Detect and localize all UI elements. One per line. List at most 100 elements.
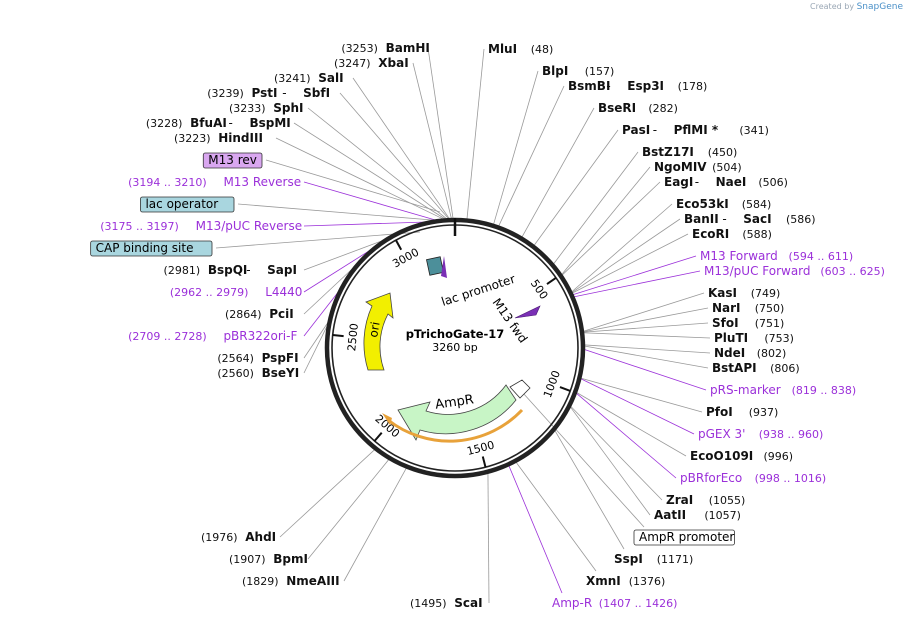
- ruler-label: 500: [528, 277, 551, 302]
- ruler-tick: [373, 432, 383, 442]
- right-label-20[interactable]: PfoI(937): [706, 405, 778, 419]
- left-label-12[interactable]: BspQI - SapI(2981): [164, 263, 297, 277]
- right-label-8[interactable]: Eco53kI(584): [676, 197, 771, 211]
- right-label-27[interactable]: SspI(1171): [614, 552, 693, 566]
- site-name: SphI: [273, 101, 303, 115]
- right-label-24[interactable]: ZraI(1055): [666, 493, 745, 507]
- site-name: BfuAI: [190, 116, 227, 130]
- left-label-6[interactable]: HindIII (3223): [174, 131, 263, 145]
- ruler-tick: [481, 456, 487, 468]
- right-label-2[interactable]: BsmBI - Esp3I(178): [568, 79, 707, 93]
- leader-line: [237, 203, 433, 221]
- site-name: HindIII: [218, 131, 263, 145]
- right-label-23[interactable]: pBRforEco(998 .. 1016): [680, 471, 826, 485]
- left-label-19[interactable]: BpmI(1907): [229, 552, 308, 566]
- site-position: (594 .. 611): [789, 250, 854, 263]
- left-label-4[interactable]: SphI(3233): [229, 101, 304, 115]
- right-label-21[interactable]: pGEX 3'(938 .. 960): [698, 427, 823, 441]
- site-position: (1495): [410, 597, 447, 610]
- right-label-18[interactable]: BstAPI(806): [712, 361, 800, 375]
- left-label-14[interactable]: PciI(2864): [225, 307, 294, 321]
- left-label-0[interactable]: BamHI(3253): [341, 41, 430, 55]
- site-name: NdeI: [714, 346, 745, 360]
- left-label-11[interactable]: CAP binding site: [90, 240, 213, 257]
- right-label-12[interactable]: M13/pUC Forward(603 .. 625): [704, 264, 885, 278]
- site-position: (341): [739, 124, 769, 137]
- left-label-1[interactable]: XbaI(3247): [334, 56, 409, 70]
- right-label-3[interactable]: BseRI(282): [598, 101, 678, 115]
- right-label-7[interactable]: EagI - NaeI(506): [664, 175, 788, 189]
- site-position: (819 .. 838): [792, 384, 857, 397]
- left-label-16[interactable]: PspFI(2564): [217, 351, 298, 365]
- site-name: EagI: [664, 175, 693, 189]
- site-position: (1407 .. 1426): [599, 597, 678, 610]
- site-position: (584): [742, 198, 772, 211]
- site-position: (753): [764, 332, 794, 345]
- leader-line: [582, 348, 707, 391]
- ruler-label: 2500: [345, 323, 361, 352]
- site-name: PfoI: [706, 405, 733, 419]
- ori-label: ori: [366, 321, 382, 339]
- left-label-15[interactable]: pBR322ori-F(2709 .. 2728): [128, 329, 297, 343]
- ampr-underline: [387, 408, 524, 443]
- left-label-10[interactable]: M13/pUC Reverse(3175 .. 3197): [100, 219, 302, 233]
- site-separator: -: [695, 175, 699, 189]
- site-name-2: PflMI *: [674, 123, 719, 137]
- left-label-8[interactable]: M13 Reverse(3194 .. 3210): [128, 175, 301, 189]
- right-label-10[interactable]: EcoRI(588): [692, 227, 772, 241]
- site-separator: -: [653, 123, 657, 137]
- site-position: (48): [531, 43, 554, 56]
- site-name: BlpI: [542, 64, 568, 78]
- right-label-13[interactable]: KasI(749): [708, 286, 780, 300]
- site-position: (603 .. 625): [820, 265, 885, 278]
- right-label-22[interactable]: EcoO109I(996): [690, 449, 793, 463]
- leader-line: [579, 377, 695, 435]
- site-position: (1055): [709, 494, 746, 507]
- right-label-15[interactable]: SfoI(751): [712, 316, 784, 330]
- left-label-3[interactable]: PstI - SbfI(3239): [207, 86, 330, 100]
- leader-line: [307, 457, 391, 560]
- right-label-0[interactable]: MluI(48): [488, 42, 553, 56]
- ruler-label: 1000: [541, 369, 563, 400]
- right-label-17[interactable]: NdeI(802): [714, 346, 786, 360]
- leader-line: [215, 231, 421, 249]
- feature-box: [140, 196, 235, 213]
- leader-line: [343, 466, 408, 582]
- right-label-11[interactable]: M13 Forward(594 .. 611): [700, 249, 853, 263]
- left-label-5[interactable]: BfuAI - BspMI(3228): [146, 116, 291, 130]
- right-label-9[interactable]: BanII - SacI(586): [684, 212, 816, 226]
- right-label-5[interactable]: BstZ17I(450): [642, 145, 737, 159]
- right-label-26[interactable]: AmpR promoter: [633, 529, 735, 546]
- left-label-2[interactable]: SalI(3241): [274, 71, 344, 85]
- site-name: BsmBI: [568, 79, 610, 93]
- leader-line: [581, 292, 705, 333]
- left-label-7[interactable]: M13 rev: [202, 152, 263, 169]
- left-label-17[interactable]: BseYI(2560): [217, 366, 299, 380]
- site-position: (806): [770, 362, 800, 375]
- site-name: NgoMIV: [654, 160, 707, 174]
- right-label-19[interactable]: pRS-marker(819 .. 838): [710, 383, 856, 397]
- right-label-25[interactable]: AatII(1057): [654, 508, 741, 522]
- leader-line: [507, 464, 563, 594]
- site-name: BstZ17I: [642, 145, 694, 159]
- right-label-1[interactable]: BlpI (157): [542, 64, 614, 78]
- site-position: (178): [678, 80, 708, 93]
- site-position: (3223): [174, 132, 211, 145]
- right-label-28[interactable]: XmnI(1376): [586, 574, 665, 588]
- left-label-20[interactable]: NmeAIII(1829): [242, 574, 340, 588]
- left-label-9[interactable]: lac operator: [140, 196, 235, 213]
- left-label-18[interactable]: AhdI(1976): [201, 530, 276, 544]
- right-label-16[interactable]: PluTI(753): [714, 331, 794, 345]
- right-label-4[interactable]: PasI - PflMI *(341): [622, 123, 769, 137]
- site-position: (157): [585, 65, 615, 78]
- site-position: (3228): [146, 117, 183, 130]
- leader-line: [487, 471, 490, 604]
- right-label-6[interactable]: NgoMIV(504): [654, 160, 742, 174]
- site-position: (2560): [217, 367, 254, 380]
- site-separator: -: [282, 86, 286, 100]
- left-label-13[interactable]: L4440(2962 .. 2979): [170, 285, 303, 299]
- right-label-14[interactable]: NarI(750): [712, 301, 784, 315]
- right-label-29[interactable]: Amp-R(1407 .. 1426): [552, 596, 677, 610]
- site-name-2: NaeI: [716, 175, 747, 189]
- left-label-21[interactable]: ScaI(1495): [410, 596, 483, 610]
